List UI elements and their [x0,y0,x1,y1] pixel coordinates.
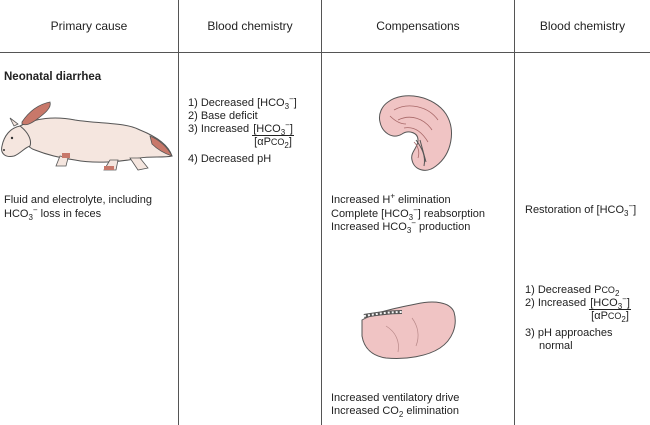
compensation-kidney-line1: Increased H+ elimination [331,191,451,206]
header-compensations: Compensations [376,19,460,33]
primary-cause-description-line1: Fluid and electrolyte, including [4,194,152,206]
blood-chem-1-item4: 4) Decreased pH [188,153,272,165]
kidney-illustration [379,95,452,171]
lung-illustration [361,301,456,359]
blood-chem-2-item3-line2: normal [539,340,573,352]
compensation-kidney-line3: Increased HCO3− production [331,218,471,236]
column-divider-1 [178,0,179,425]
blood-chem-1-item1: 1) Decreased [HCO3−] [188,94,297,112]
blood-chem-2-item2: 2) Increased [HCO3−][αPCO2] [525,294,631,325]
compensation-kidney-line2: Complete [HCO3−] reabsorption [331,205,486,223]
primary-cause-description-line2: HCO3− loss in feces [4,205,102,223]
blood-chem-2-item1: 1) Decreased PCO2 [525,284,620,299]
header-divider [0,52,650,53]
header-blood-chemistry-1: Blood chemistry [207,19,293,33]
blood-chem-1-item3: 3) Increased [HCO3−][αPCO2] [188,120,294,151]
primary-cause-title: Neonatal diarrhea [4,71,102,83]
compensation-lung-line1: Increased ventilatory drive [331,392,460,404]
column-divider-2 [321,0,322,425]
header-blood-chemistry-2: Blood chemistry [539,19,626,33]
column-divider-3 [514,0,515,425]
foal-illustration [1,101,173,171]
header-primary-cause: Primary cause [50,19,128,33]
blood-chem-2-restoration: Restoration of [HCO3−] [525,201,637,219]
blood-chem-1-item2: 2) Base deficit [188,110,258,122]
compensation-lung-line2: Increased CO2 elimination [331,405,459,420]
blood-chem-2-item3-line1: 3) pH approaches [525,327,613,339]
